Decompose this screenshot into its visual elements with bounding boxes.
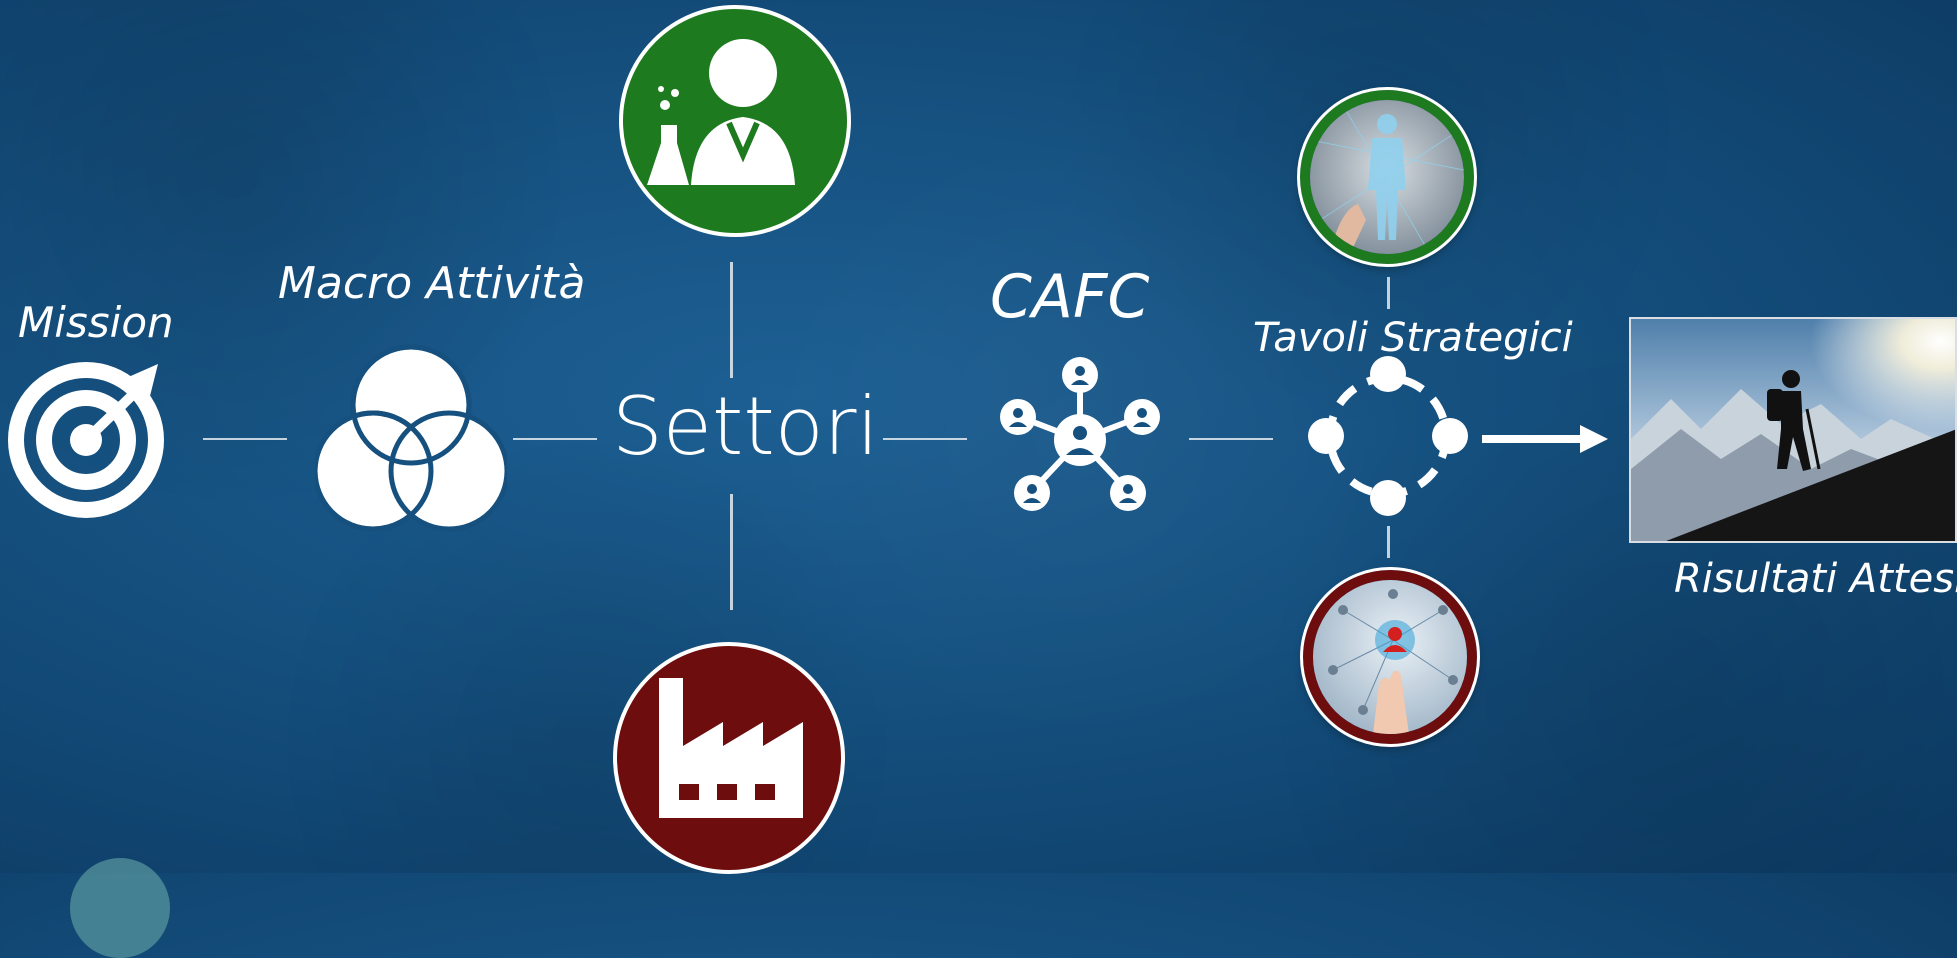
cafc-label: CAFC — [990, 262, 1150, 332]
arrow-right-icon — [1482, 423, 1608, 455]
human-body-photo — [1297, 87, 1477, 267]
connector-mission-macro — [203, 438, 287, 440]
macro-attivita-label: Macro Attività — [278, 258, 586, 309]
tavoli-strategici-label: Tavoli Strategici — [1253, 315, 1573, 361]
venn-diagram-icon — [315, 343, 507, 535]
factory-icon — [613, 642, 845, 874]
target-icon — [8, 358, 168, 518]
settori-label: Settori — [612, 380, 879, 473]
network-people-icon — [998, 355, 1162, 515]
people-network-photo — [1300, 567, 1480, 747]
connector-tavoli-top — [1387, 277, 1390, 309]
mountain-climber-photo — [1629, 317, 1957, 543]
connector-settori-cafc — [883, 438, 967, 440]
connector-tavoli-bottom — [1387, 526, 1390, 558]
scientist-icon — [619, 5, 851, 237]
connector-cafc-tavoli — [1189, 438, 1273, 440]
mission-label: Mission — [18, 298, 174, 347]
partial-circle-decoration — [70, 858, 170, 958]
connector-settori-top — [730, 262, 733, 378]
risultati-attesi-label: Risultati Attesi — [1674, 556, 1957, 602]
connector-macro-settori — [513, 438, 597, 440]
connector-settori-bottom — [730, 494, 733, 610]
circle-nodes-icon — [1308, 356, 1468, 516]
